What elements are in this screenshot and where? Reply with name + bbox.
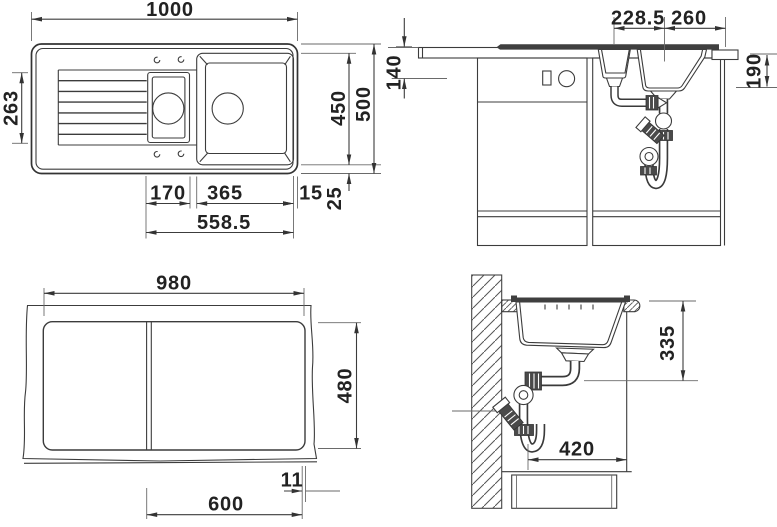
dim-edge-offset-label: 25 — [324, 187, 346, 211]
dim-small-bowl-width-label: 170 — [150, 183, 186, 205]
wall-section — [471, 274, 503, 509]
small-bowl-drain — [152, 92, 185, 125]
worktop-cutout-view: 980 480 11 600 — [22, 273, 361, 519]
dim-bowl-field-height-label: 450 — [328, 90, 350, 126]
side-section-view: 335 420 — [452, 274, 698, 509]
tap-hole-icon — [177, 56, 185, 63]
tap-hole-icon — [153, 56, 161, 64]
dim-right-gap: 15 — [277, 176, 323, 209]
dim-edge-offset: 25 — [324, 173, 352, 211]
cutout-outline — [42, 321, 306, 451]
dim-edge-gap: 11 — [281, 466, 340, 519]
tap-hole-icon — [153, 150, 161, 158]
dim-cutout-depth: 480 — [318, 322, 361, 449]
dim-drainer-depth-label: 263 — [1, 90, 23, 126]
dim-large-bowl-width-label: 365 — [207, 183, 243, 205]
large-bowl — [196, 52, 295, 166]
dim-bowl-depth: 190 — [736, 53, 777, 89]
dim-drainer-depth: 263 — [1, 72, 28, 144]
tap-hole-icon — [177, 150, 185, 158]
waste-plumbing — [605, 77, 678, 190]
dim-small-drain-offset-label: 228.5 — [611, 8, 665, 30]
dim-overall-width: 1000 — [31, 0, 298, 41]
tap-hole-icons — [153, 56, 185, 158]
dim-drain-outlet-height: 335 — [584, 300, 698, 382]
dim-base-depth-label: 420 — [559, 439, 595, 461]
dim-cutout-width-label: 980 — [156, 273, 192, 295]
dim-overall-depth-label: 500 — [353, 86, 375, 122]
dim-bowl-depth-label: 190 — [744, 53, 766, 89]
dim-right-gap-label: 15 — [299, 183, 323, 205]
dim-large-drain-offset-label: 260 — [671, 8, 707, 30]
dim-overall-depth: 500 — [301, 43, 381, 174]
drainboard — [57, 69, 197, 146]
front-section-view: 228.5 260 140 190 — [384, 8, 777, 247]
dim-worktop-clearance: 140 — [384, 18, 447, 99]
large-bowl-section — [636, 48, 708, 92]
waste-plumbing-side — [452, 347, 595, 453]
base-cabinet-side — [501, 311, 632, 509]
sink-top-view: 1000 263 450 500 25 170 — [1, 0, 381, 239]
dim-bowl-field-height: 450 — [301, 52, 381, 166]
left-base-cabinet — [476, 57, 588, 247]
worktop-blank — [22, 304, 318, 462]
bowl-section — [515, 301, 627, 349]
dim-worktop-clearance-label: 140 — [384, 55, 406, 91]
dim-front-span-label: 600 — [208, 494, 244, 516]
wall-outlet-connector — [492, 396, 524, 431]
sink-rim-section — [496, 44, 719, 50]
wall-outlet-connector — [635, 116, 665, 145]
dim-cutout-width: 980 — [43, 273, 305, 316]
dim-drain-outlet-height-label: 335 — [657, 325, 679, 361]
worktop-section-right — [623, 299, 641, 313]
appliance-knob-icon — [558, 70, 576, 88]
dim-cutout-depth-label: 480 — [335, 368, 357, 404]
dim-overall-width-label: 1000 — [146, 0, 194, 21]
sink-rim-section — [511, 297, 630, 302]
large-bowl-drain — [211, 92, 244, 125]
dim-bowl-span: 558.5 — [146, 212, 294, 235]
dim-base-depth: 420 — [527, 439, 627, 470]
dim-edge-gap-label: 11 — [281, 470, 304, 492]
appliance-switch-icon — [542, 70, 552, 86]
dim-front-span: 600 — [146, 488, 303, 519]
small-bowl — [147, 71, 191, 144]
dim-bowl-span-label: 558.5 — [197, 212, 251, 234]
dim-small-bowl-width: 170 — [145, 176, 191, 239]
dim-small-drain-offset: 228.5 — [611, 8, 665, 62]
small-bowl-section — [597, 48, 631, 79]
worktop-end-cap — [711, 49, 739, 61]
dim-large-drain-offset: 260 — [664, 8, 726, 47]
